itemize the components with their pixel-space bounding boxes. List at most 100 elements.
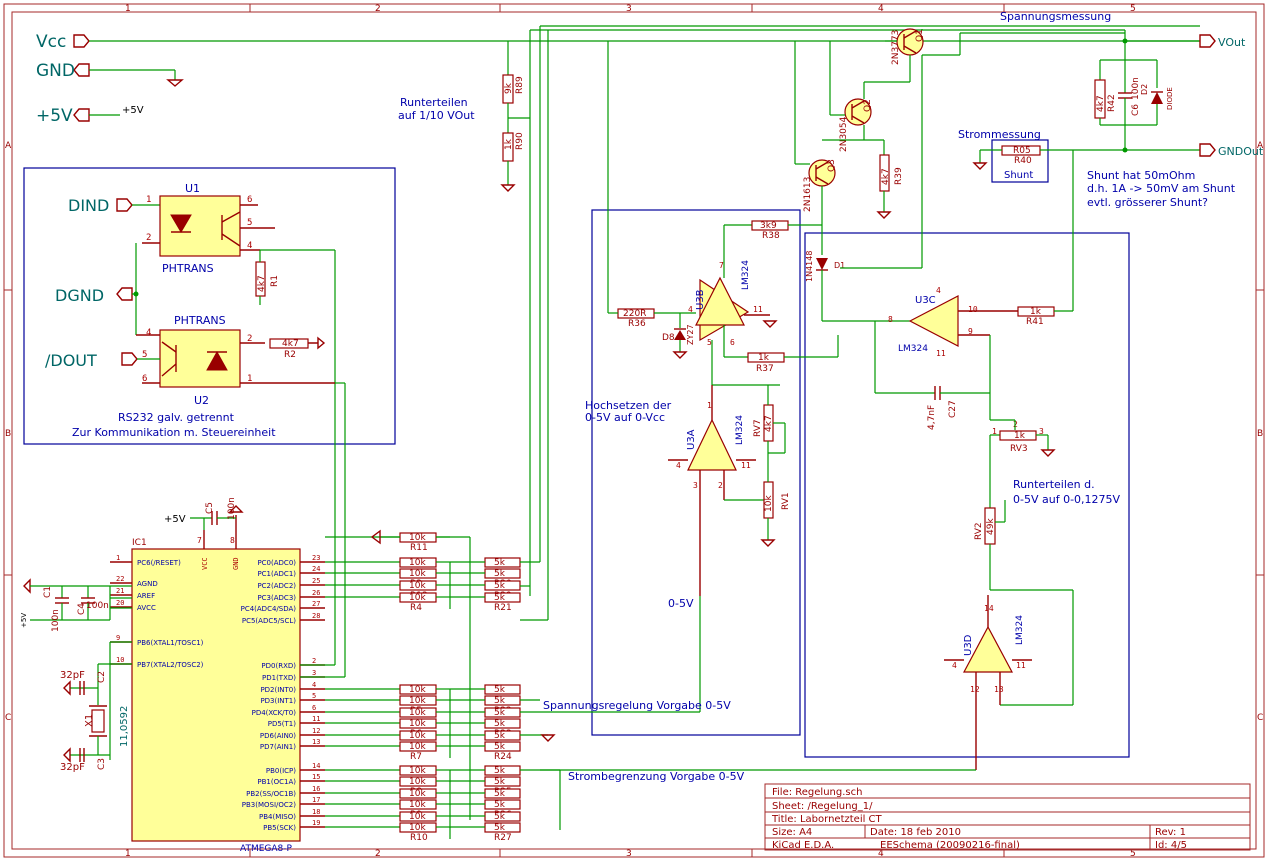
d1-diode: 1N4148 D1	[805, 251, 910, 322]
q1-transistor: 2N3773 Q1	[891, 28, 925, 65]
ladder-r10-ref: R11	[410, 543, 428, 553]
shunt-note-3: evtl. grösserer Shunt?	[1087, 196, 1208, 209]
col-label-2: 2	[375, 4, 381, 14]
ladder-r5-value: 5k	[494, 777, 506, 787]
ic1-right-pin-name: PD4(XCK/T0)	[252, 709, 297, 717]
svg-text:2: 2	[247, 334, 252, 344]
ic1-right-pin-num: 25	[312, 577, 320, 585]
runter2-note-1: Runterteilen d.	[1013, 478, 1095, 491]
svg-text:4: 4	[146, 328, 151, 338]
ladder-r5-value: 5k	[494, 593, 506, 603]
r41-value: 1k	[1030, 307, 1042, 317]
rs232-note-1: RS232 galv. getrennt	[118, 411, 235, 424]
ic1-left-pin-num: 21	[116, 587, 124, 595]
row-label-a-right: A	[1257, 141, 1264, 151]
ladder-r10-value: 10k	[409, 569, 426, 579]
ladder-r5-value: 5k	[494, 581, 506, 591]
u3d-ref: U3D	[963, 634, 974, 656]
d8-value: ZY27	[686, 324, 695, 345]
r2-ref: R2	[284, 350, 296, 360]
svg-text:6: 6	[142, 374, 147, 384]
ic1-right-pin-num: 4	[312, 681, 316, 689]
d8-zener: D8 ZY27	[662, 313, 695, 359]
plus5v-net-label: +5V	[122, 105, 144, 116]
c6-ref: C6	[1131, 104, 1141, 116]
ladder-r5-value: 5k	[494, 569, 506, 579]
ladder-r10-value: 10k	[409, 593, 426, 603]
q2-value: 2N3054	[839, 116, 849, 152]
r1-resistor: 4k7 R1	[255, 250, 280, 305]
c27-ref: C27	[948, 400, 958, 418]
c4-value: 100n	[86, 601, 109, 611]
rv2-value: 49k	[986, 518, 996, 535]
svg-text:3: 3	[693, 481, 698, 490]
c2-ref: C2	[97, 671, 107, 683]
svg-text:12: 12	[970, 685, 980, 694]
strommessung-note: Strommessung	[958, 128, 1041, 141]
ic1-right-pin-name: PD6(AIN0)	[260, 732, 296, 740]
ladder-r10-value: 10k	[409, 812, 426, 822]
ic1-right-pin-name: PC3(ADC3)	[257, 594, 296, 602]
rs232-block	[23, 167, 396, 445]
outer-frame	[3, 3, 1265, 858]
ic1-right-pin-name: PD7(AIN1)	[260, 743, 296, 751]
svg-text:6: 6	[730, 338, 735, 347]
r36-value: 220R	[623, 309, 646, 319]
ic1-left-pin-name: AGND	[137, 580, 158, 588]
divider-r89-r90: 9k R89 1k R90	[500, 41, 525, 192]
ic1-left-pin-num: 1	[116, 554, 120, 562]
r41-ref: R41	[1026, 317, 1044, 327]
tb-file: File: Regelung.sch	[772, 787, 862, 798]
svg-text:11: 11	[1016, 661, 1026, 670]
r42-ref: R42	[1107, 94, 1117, 112]
q1-value: 2N3773	[891, 30, 901, 65]
r37-ref: R37	[756, 364, 774, 374]
ladder-r5-ref: R21	[494, 603, 512, 613]
q3-ref: Q3	[827, 159, 837, 172]
svg-text:4: 4	[936, 286, 941, 295]
ladder-r10-value: 10k	[409, 696, 426, 706]
ladder-r5-value: 5k	[494, 789, 506, 799]
svg-text:5: 5	[707, 338, 712, 347]
title-block: File: Regelung.sch Sheet: /Regelung_1/ T…	[764, 783, 1251, 851]
c27-value: 4,7nF	[927, 405, 937, 430]
r1-ref: R1	[270, 275, 280, 287]
frame-ticks	[4, 4, 1264, 857]
u2-ref: U2	[194, 394, 209, 407]
ic1-left-pin-num: 20	[116, 599, 124, 607]
r39-ref: R39	[894, 167, 904, 185]
ic1-left-pin-name: PB7(XTAL2/TOSC2)	[137, 661, 204, 669]
r40-ref: R40	[1014, 156, 1032, 166]
ic1-left-pin-name: AREF	[137, 592, 155, 600]
ladder-r5-value: 5k	[494, 731, 506, 741]
ic1-right-pin-name: PB5(SCK)	[263, 824, 296, 832]
r40-value: R05	[1013, 146, 1031, 156]
port-plus5v: +5V +5V	[36, 105, 144, 126]
u3a-value: LM324	[735, 415, 745, 445]
rv2-ref: RV2	[974, 522, 984, 540]
c5-ref: C5	[205, 502, 215, 514]
r36-ref: R36	[628, 319, 646, 329]
r89-ref: R89	[515, 76, 525, 94]
ic1-left-pin-name: PC6(/RESET)	[137, 559, 181, 567]
svg-text:4: 4	[952, 661, 957, 670]
rv1-pot: 10k RV1	[760, 453, 791, 547]
ladder-r10-value: 10k	[409, 558, 426, 568]
rv7-ref: RV7	[753, 419, 763, 437]
d8-ref: D8	[662, 333, 675, 343]
u2-optocoupler: PHTRANS U2 4 5 6 2 1	[136, 314, 335, 407]
svg-text:8: 8	[888, 315, 893, 324]
rv3-value: 1k	[1014, 431, 1026, 441]
ladder-r10-value: 10k	[409, 581, 426, 591]
u1-name: PHTRANS	[162, 262, 214, 275]
row-label-c-right: C	[1257, 713, 1263, 723]
col-label-2-bottom: 2	[375, 849, 381, 859]
svg-text:4: 4	[247, 241, 252, 251]
c1-value: 100n	[51, 609, 61, 632]
shunt-note-2: d.h. 1A -> 50mV am Shunt	[1087, 182, 1236, 195]
ladder-r10-value: 10k	[409, 708, 426, 718]
inner-frame	[11, 11, 1257, 850]
svg-text:2: 2	[718, 481, 723, 490]
ladder-r5-value: 5k	[494, 823, 506, 833]
shunt-section: Strommessung R05 R40 Shunt GNDOut	[958, 128, 1264, 311]
